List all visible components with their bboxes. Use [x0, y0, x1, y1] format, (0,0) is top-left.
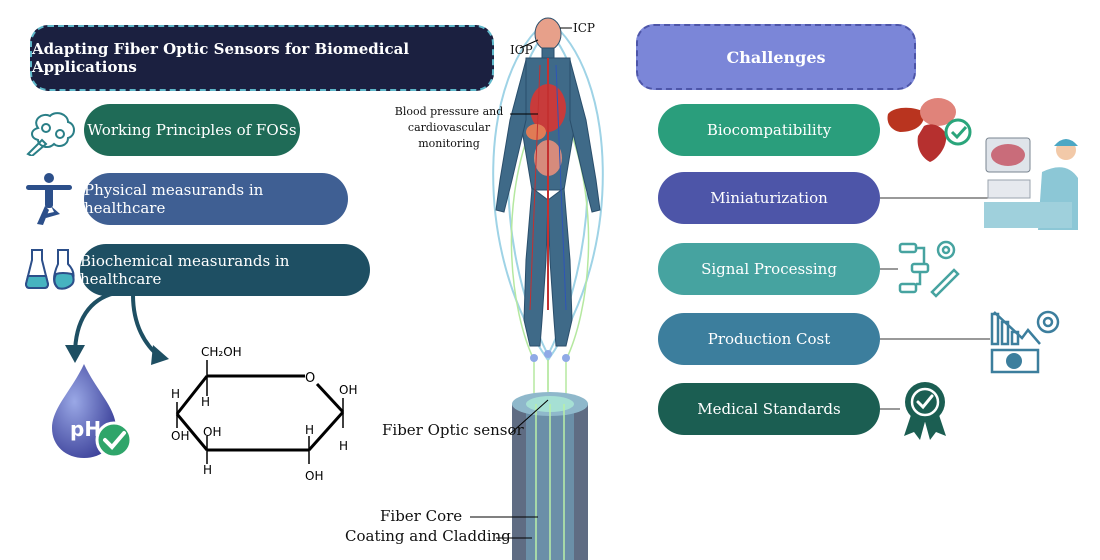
- human-body-illustration: [470, 17, 604, 560]
- h-label-2: H: [171, 387, 180, 401]
- medical-standards-pill[interactable]: Medical Standards: [658, 383, 880, 435]
- oh-label-2: OH: [203, 425, 221, 439]
- brain-gears-icon: [26, 112, 75, 156]
- award-badge-icon: [904, 382, 946, 440]
- oh-label-1: OH: [171, 429, 189, 443]
- branch-arrows: [65, 291, 169, 365]
- biocompatibility-pill[interactable]: Biocompatibility: [658, 104, 880, 156]
- glucose-molecule: CH₂OH O H H OH OH H H OH OH H: [171, 345, 357, 483]
- ch2oh-label: CH₂OH: [201, 345, 242, 359]
- icp-label: ICP: [573, 21, 595, 35]
- left-title: Adapting Fiber Optic Sensors for Biomedi…: [30, 25, 494, 91]
- ring-oxygen-label: O: [305, 371, 315, 386]
- production-cost-pill[interactable]: Production Cost: [658, 313, 880, 365]
- blood-pressure-label: Blood pressure and cardiovascular monito…: [394, 105, 504, 150]
- physical-measurands-pill[interactable]: Physical measurands in healthcare: [84, 173, 348, 225]
- h-label-4: H: [305, 423, 314, 437]
- coating-cladding-label: Coating and Cladding: [345, 527, 511, 545]
- organs-check-icon: [887, 98, 972, 162]
- working-principles-pill[interactable]: Working Principles of FOSs: [84, 104, 300, 156]
- ph-drop-icon: pH: [52, 364, 133, 459]
- iop-label: IOP: [510, 43, 533, 57]
- biochemical-measurands-pill[interactable]: Biochemical measurands in healthcare: [80, 244, 370, 296]
- surgeon-monitor-icon: [984, 137, 1078, 230]
- h-label-1: H: [201, 395, 210, 409]
- fiber-core-label: Fiber Core: [380, 507, 463, 525]
- yoga-person-icon: [26, 173, 72, 225]
- h-label-5: H: [339, 439, 348, 453]
- fiber-cylinder: [512, 392, 588, 560]
- flowchart-gear-icon: [898, 240, 960, 298]
- oh-label-4: OH: [339, 383, 357, 397]
- oh-label-3: OH: [305, 469, 323, 483]
- cost-chart-icon: [990, 310, 1060, 374]
- fiber-optic-sensor-label: Fiber Optic sensor: [382, 421, 524, 439]
- h-label-3: H: [203, 463, 212, 477]
- signal-processing-pill[interactable]: Signal Processing: [658, 243, 880, 295]
- arrow-to-ph: [73, 291, 117, 357]
- right-connectors: [880, 197, 990, 410]
- miniaturization-pill[interactable]: Miniaturization: [658, 172, 880, 224]
- right-title: Challenges: [636, 24, 916, 90]
- chemistry-flasks-icon: [24, 249, 75, 290]
